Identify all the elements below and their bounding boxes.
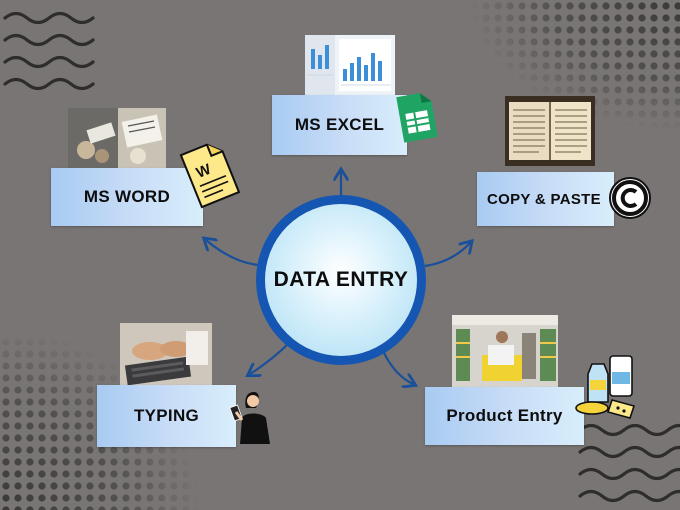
ms-word-photo [68,108,166,168]
typing-hands-photo [120,323,212,385]
copy-paste-label: COPY & PASTE [487,190,601,208]
excel-chart-photo [305,35,395,95]
word-document-icon: W [176,138,242,210]
groceries-icon [572,350,642,422]
wave-lines-top-left [3,11,95,91]
typing-box: TYPING [97,385,236,447]
open-book-photo [505,96,595,166]
copy-paste-box: COPY & PASTE [477,172,614,226]
typing-label: TYPING [133,406,200,425]
ms-word-box: MS WORD [51,168,203,226]
ms-excel-box: MS EXCEL [272,95,407,155]
person-with-tablet-icon [226,386,276,444]
excel-sheet-icon [392,88,442,146]
data-entry-hub: DATA ENTRY [256,195,426,365]
ms-word-label: MS WORD [83,187,171,206]
arrow-to-typing [250,341,291,374]
wave-lines-bottom-right [578,423,680,503]
arrow-to-copy-paste [424,243,470,268]
ms-excel-label: MS EXCEL [294,115,385,134]
supermarket-photo [452,315,558,387]
data-entry-label: DATA ENTRY [273,268,409,291]
product-entry-label: Product Entry [446,406,563,425]
copyright-icon [608,176,652,220]
product-entry-box: Product Entry [425,387,584,445]
arrow-to-ms-word [206,240,259,267]
